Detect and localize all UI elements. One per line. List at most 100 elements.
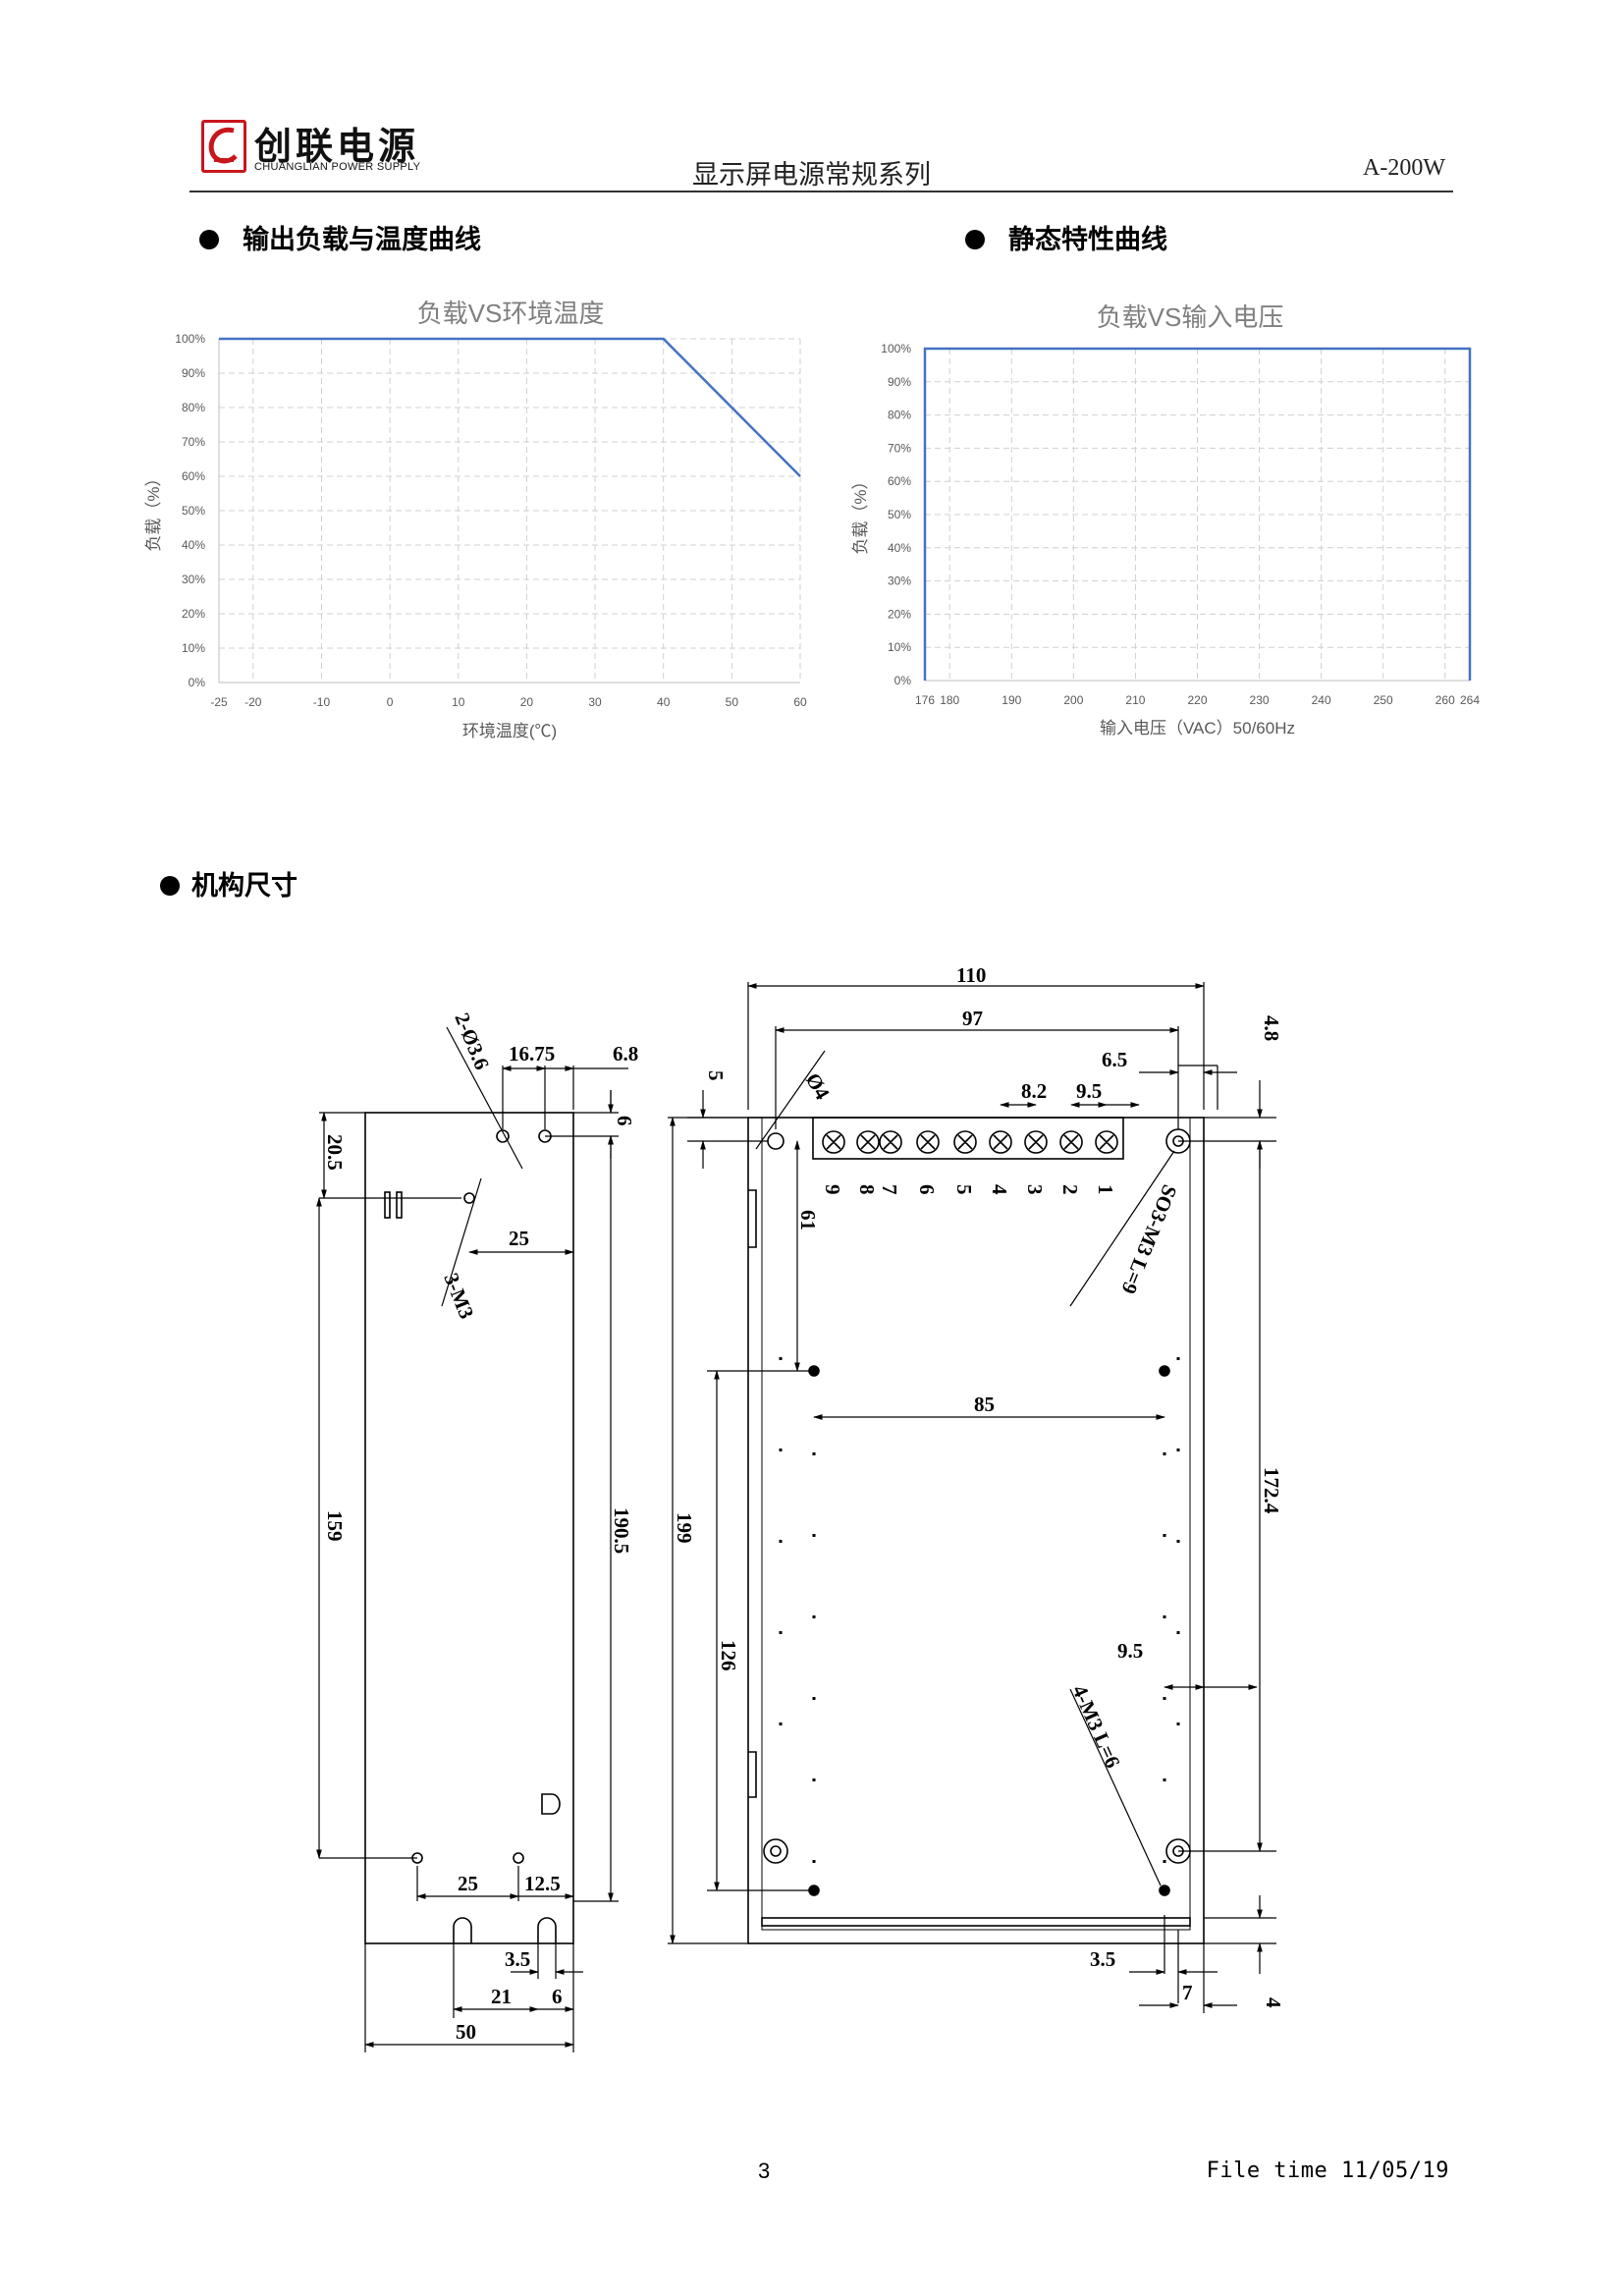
side-slot-left [453, 1917, 472, 1943]
x-tick-label: 230 [1250, 693, 1270, 707]
svg-text:5: 5 [952, 1184, 976, 1195]
bullet-icon [199, 230, 219, 249]
chart-title: 负载VS环境温度 [417, 299, 605, 328]
y-tick-label: 60% [888, 474, 911, 488]
section-derating-label: 输出负载与温度曲线 [243, 225, 481, 255]
dim-16-75: 16.75 [509, 1042, 555, 1066]
dim-6: 6 [613, 1116, 636, 1126]
x-tick-label: 260 [1435, 693, 1455, 707]
header-rule [189, 191, 1453, 192]
dim-97: 97 [962, 1007, 983, 1030]
section-derating-heading: 输出负载与温度曲线 [199, 218, 481, 256]
series-line [219, 337, 801, 477]
side-slot-mark [384, 1191, 391, 1219]
x-tick-label: 264 [1460, 693, 1480, 707]
side-hole-5 [513, 1852, 524, 1864]
side-view-outline [364, 1112, 574, 1944]
section-mechanical-heading: 机构尺寸 [160, 864, 298, 902]
y-tick-label: 10% [182, 641, 205, 655]
x-tick-label: 10 [452, 695, 465, 709]
svg-text:7: 7 [878, 1184, 901, 1195]
x-tick-label: 30 [588, 695, 602, 709]
x-tick-label: 200 [1063, 693, 1083, 707]
bullet-icon [160, 876, 180, 896]
dim-6-bottom: 6 [552, 1985, 563, 2008]
x-axis-label: 环境温度(℃) [462, 722, 557, 740]
mechanical-drawing: 16.75 2-Ø3.6 6.8 6 20.5 25 3-M3 159 190.… [316, 963, 1285, 2052]
y-tick-label: 100% [881, 342, 911, 355]
y-axis-label: 负载（%） [144, 469, 163, 551]
terminal-screws [822, 1130, 1118, 1154]
x-tick-label: 240 [1312, 693, 1331, 707]
front-inner-frame [761, 1118, 1191, 1931]
y-tick-label: 90% [182, 366, 205, 380]
dim-172-4: 172.4 [1260, 1467, 1283, 1514]
x-tick-label: 40 [657, 695, 671, 709]
brand-name-en: CHUANGLIAN POWER SUPPLY [254, 161, 421, 173]
dim-5: 5 [704, 1070, 728, 1081]
dim-3-5-side: 3.5 [505, 1947, 530, 1971]
dim-9-5-right: 9.5 [1117, 1639, 1143, 1663]
y-tick-label: 50% [182, 504, 205, 518]
side-d-mark [541, 1793, 561, 1815]
section-mechanical-label: 机构尺寸 [191, 871, 298, 902]
static-chart: 负载VS输入电压0%10%20%30%40%50%60%70%80%90%100… [851, 302, 1480, 738]
x-tick-label: -10 [313, 695, 331, 709]
dim-190-5: 190.5 [610, 1507, 633, 1554]
side-slot-right [537, 1917, 557, 1943]
front-base-plate [761, 1917, 1191, 1927]
dim-8-2: 8.2 [1021, 1079, 1047, 1103]
side-hole-3 [463, 1192, 475, 1204]
brand-logo-icon [201, 120, 246, 173]
y-tick-label: 50% [888, 508, 911, 521]
page-number: 3 [758, 2159, 771, 2183]
dim-25-top: 25 [509, 1227, 529, 1250]
series-title: 显示屏电源常规系列 [692, 160, 931, 191]
y-tick-label: 70% [888, 441, 911, 455]
y-tick-label: 70% [182, 435, 205, 449]
x-tick-label: 60 [793, 695, 807, 709]
terminal-block [812, 1117, 1124, 1160]
y-tick-label: 30% [182, 573, 205, 586]
dim-4-8: 4.8 [1260, 1015, 1283, 1041]
dim-110: 110 [956, 963, 986, 987]
y-tick-label: 80% [888, 409, 911, 422]
dim-so3-m3: SO3-M3 L=9 [1116, 1181, 1181, 1297]
dim-126: 126 [717, 1640, 740, 1671]
derating-chart: 负载VS环境温度0%10%20%30%40%50%60%70%80%90%100… [144, 299, 807, 740]
dim-50: 50 [456, 2020, 476, 2044]
section-static-label: 静态特性曲线 [1008, 225, 1167, 255]
y-tick-label: 0% [189, 676, 206, 689]
svg-text:2: 2 [1058, 1184, 1082, 1195]
x-tick-label: 220 [1187, 693, 1207, 707]
dim-hole-4: Ø4 [801, 1069, 835, 1105]
dim-2-hole-3-6: 2-Ø3.6 [450, 1010, 494, 1073]
y-tick-label: 60% [182, 469, 205, 483]
svg-text:9: 9 [821, 1184, 844, 1195]
dim-12-5: 12.5 [524, 1872, 561, 1895]
dim-20-5: 20.5 [323, 1134, 347, 1171]
x-tick-label: -25 [210, 695, 228, 709]
y-tick-label: 30% [888, 574, 911, 588]
bullet-icon [965, 230, 985, 249]
x-tick-label: 190 [1001, 693, 1021, 707]
x-tick-label: 50 [726, 695, 739, 709]
dim-159: 159 [323, 1510, 347, 1542]
y-tick-label: 90% [888, 375, 911, 389]
y-tick-label: 20% [182, 607, 205, 621]
dim-61: 61 [796, 1210, 820, 1230]
dim-6-5: 6.5 [1102, 1048, 1127, 1071]
svg-text:1: 1 [1094, 1184, 1117, 1195]
model-number: A-200W [1363, 155, 1445, 181]
y-tick-label: 10% [888, 640, 911, 654]
x-tick-label: 180 [940, 693, 959, 707]
dim-9-5-top: 9.5 [1076, 1079, 1102, 1103]
dim-25-bottom: 25 [458, 1872, 478, 1895]
brand-name-cn: 创联电源 [254, 125, 420, 168]
svg-text:6: 6 [915, 1184, 939, 1195]
x-tick-label: 176 [915, 693, 935, 707]
mount-hole-4 [1159, 1885, 1170, 1896]
y-tick-label: 80% [182, 401, 205, 414]
y-tick-label: 40% [888, 541, 911, 555]
front-hole-bl [763, 1838, 788, 1864]
